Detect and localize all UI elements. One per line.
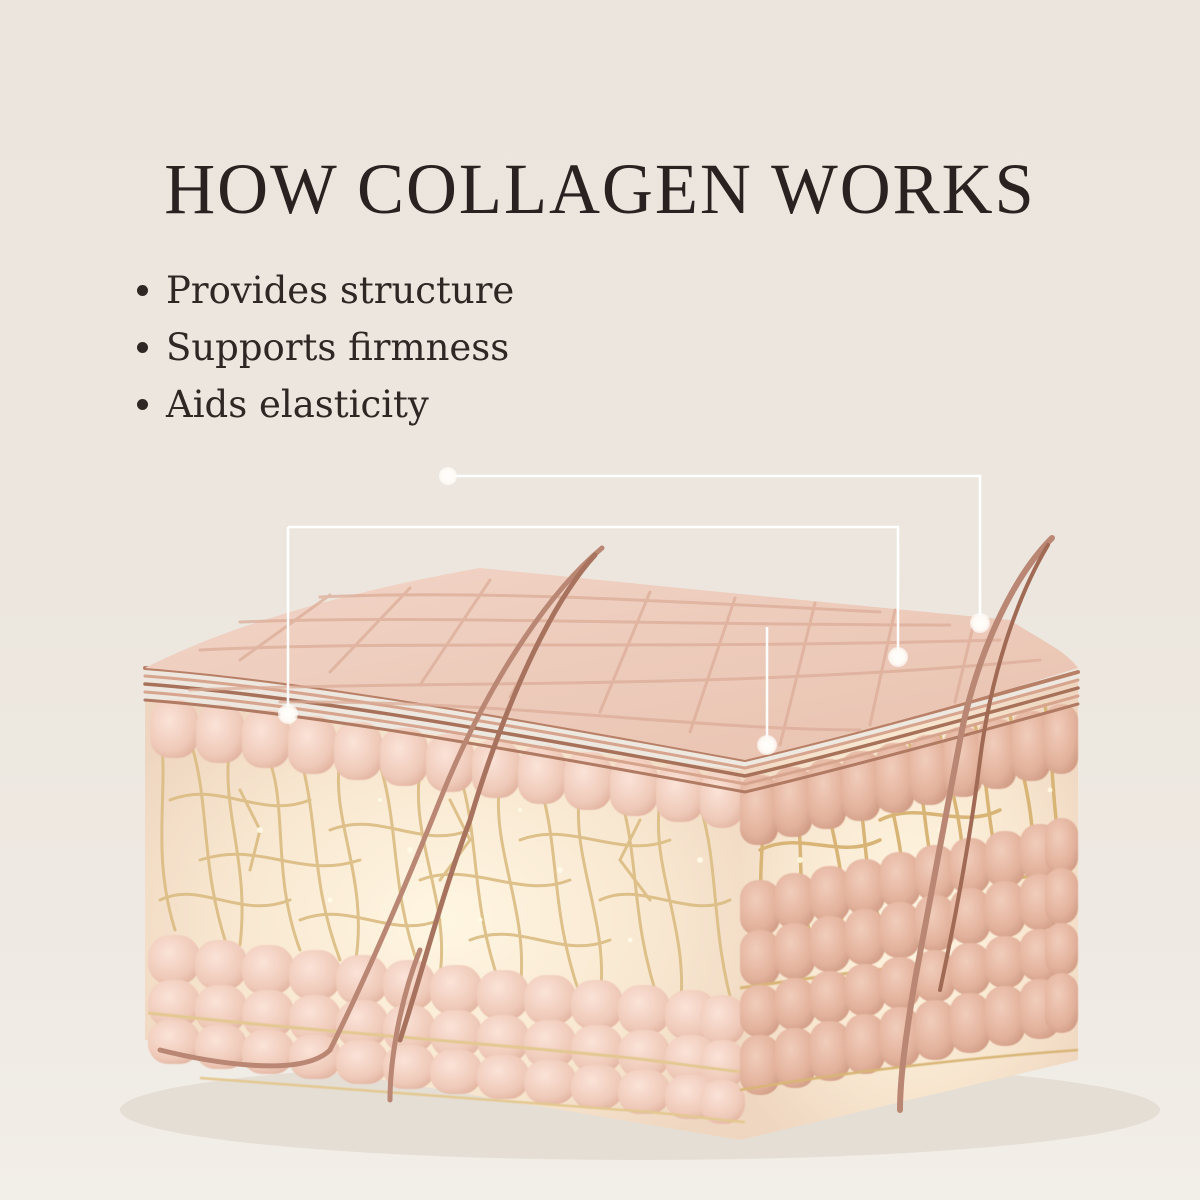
- lower-cells-front: [147, 935, 746, 1124]
- cell-row-1: [148, 935, 745, 1045]
- epidermis-top-surface: [145, 568, 1078, 760]
- fiber-strand-bottom: [199, 1076, 746, 1124]
- callout-dots: [278, 467, 990, 755]
- bullet-icon: [137, 342, 148, 353]
- epidermis-tile-grooves: [188, 578, 1042, 747]
- benefit-label: Provides structure: [166, 269, 515, 312]
- benefit-label: Supports firmness: [166, 326, 510, 369]
- hair-strands: [157, 535, 1055, 1113]
- benefit-label: Aids elasticity: [166, 383, 429, 426]
- collagen-glow-spots: [257, 798, 703, 943]
- bullet-icon: [137, 399, 148, 410]
- callout-dot-1: [439, 467, 457, 485]
- hair-left-a: [157, 545, 605, 1069]
- callout-dot-3: [888, 647, 908, 667]
- cell-row-3: [148, 1020, 745, 1124]
- hair-left-c: [387, 947, 423, 1103]
- callout-line-2: [288, 525, 900, 655]
- hair-right-a: [897, 535, 1055, 1113]
- collagen-fibers-front: [158, 728, 737, 1017]
- stratum-layers: [143, 666, 1080, 794]
- callout-line-1: [448, 474, 982, 622]
- benefit-item: Supports firmness: [133, 319, 514, 376]
- benefit-item: Aids elasticity: [133, 376, 514, 433]
- benefits-list: Provides structure Supports firmness Aid…: [133, 262, 514, 433]
- cell-row-2: [148, 980, 745, 1088]
- page-title: HOW COLLAGEN WORKS: [164, 149, 1036, 230]
- hair-left-b: [397, 552, 598, 1043]
- hair-right-b: [938, 543, 1050, 992]
- bullet-icon: [137, 285, 148, 296]
- callout-dot-4: [278, 704, 298, 724]
- benefit-item: Provides structure: [133, 262, 514, 319]
- callout-dot-5: [757, 735, 777, 755]
- callout-dot-2: [970, 613, 990, 633]
- upper-cells-side: [740, 704, 1078, 845]
- fiber-strand-lower: [147, 1011, 746, 1074]
- callout-lines: [286, 474, 982, 743]
